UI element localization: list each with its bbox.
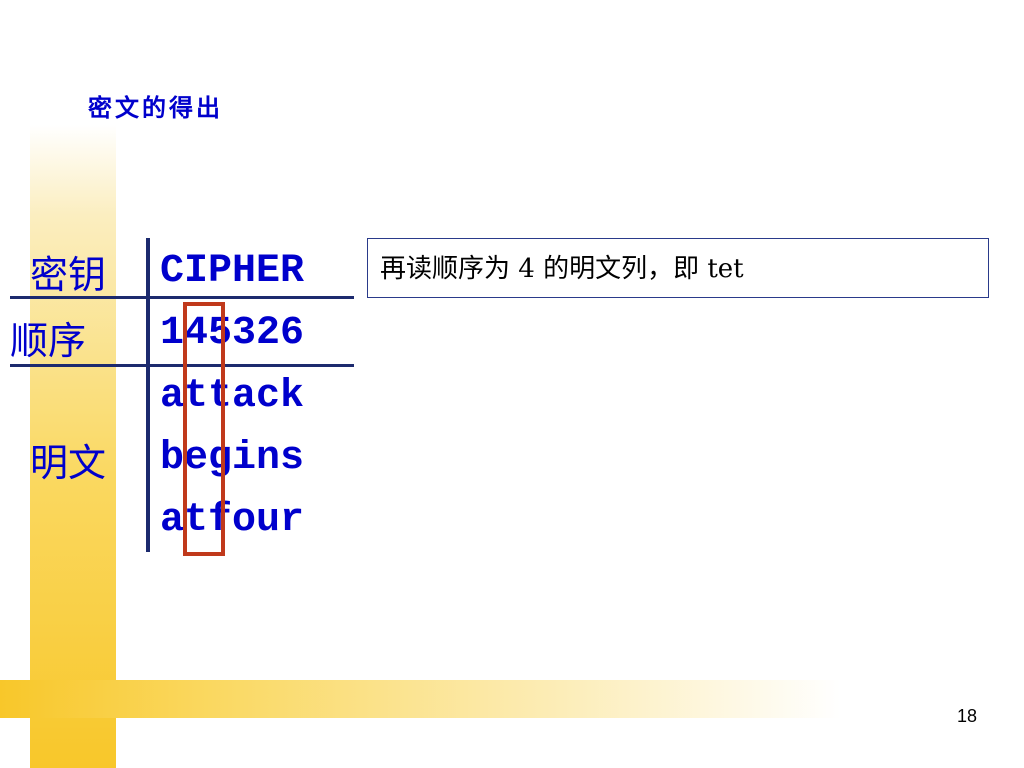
table-rule-after-key: [10, 296, 354, 299]
plaintext-line-1: attack: [160, 374, 305, 419]
decorative-horizontal-bar: [0, 680, 840, 718]
value-order: 145326: [160, 311, 305, 356]
label-plaintext: 明文: [30, 441, 107, 485]
table-vertical-rule: [146, 238, 150, 552]
note-callout: 再读顺序为 4 的明文列，即 tet: [367, 238, 989, 298]
page-number: 18: [957, 706, 978, 726]
decorative-vertical-bar: [30, 125, 116, 768]
plaintext-line-2: begins: [160, 436, 305, 481]
label-key: 密钥: [30, 253, 107, 297]
slide-title: 密文的得出: [88, 93, 223, 122]
column-highlight-box: [183, 302, 225, 556]
value-key: CIPHER: [160, 249, 305, 294]
plaintext-line-3: atfour: [160, 498, 305, 543]
table-rule-after-order: [10, 364, 354, 367]
label-order: 顺序: [10, 319, 87, 363]
